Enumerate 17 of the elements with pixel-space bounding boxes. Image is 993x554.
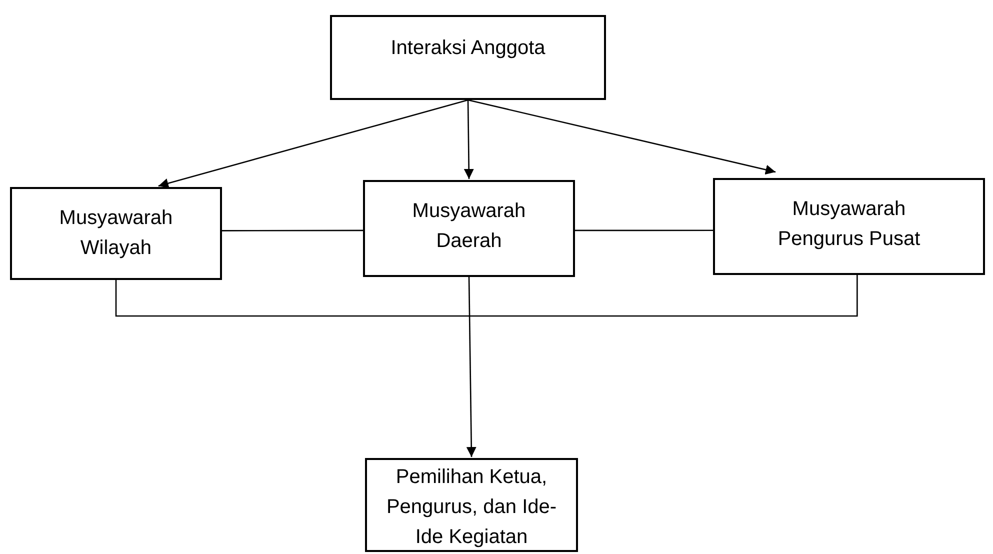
box-text: Musyawarah Daerah	[411, 199, 527, 254]
box-text: Interaksi Anggota	[390, 36, 546, 61]
connector-line	[115, 275, 858, 317]
box-text: Pemilihan Ketua, Pengurus, dan Ide- Ide Kegiatan	[385, 465, 558, 550]
arrow	[464, 100, 474, 179]
connector-line	[575, 230, 713, 232]
connector-line	[222, 230, 363, 232]
process-box	[713, 178, 985, 275]
process-box	[363, 180, 575, 277]
arrow	[466, 277, 476, 457]
process-box	[10, 187, 222, 280]
arrow	[468, 99, 776, 175]
box-text: Musyawarah Wilayah	[58, 206, 174, 261]
box-text: Musyawarah Pengurus Pusat	[776, 197, 922, 252]
process-box	[330, 15, 606, 100]
process-box	[365, 458, 578, 552]
arrow	[158, 99, 468, 188]
